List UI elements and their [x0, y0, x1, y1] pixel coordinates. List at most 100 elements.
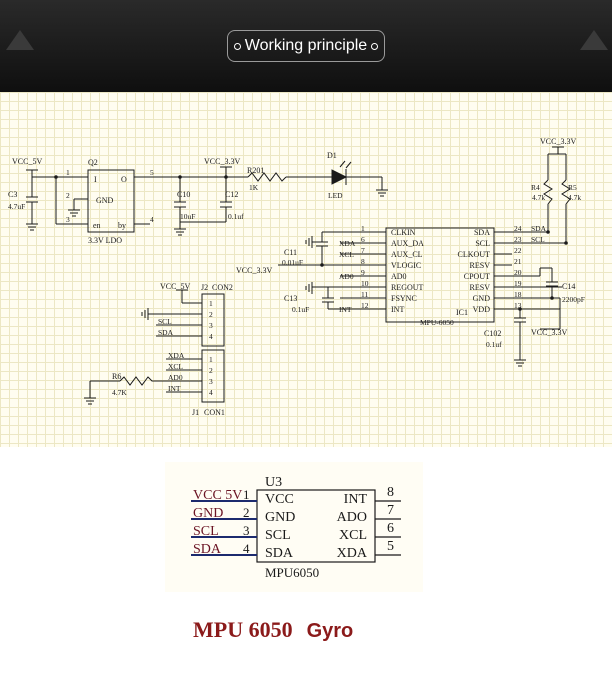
ic1-pin-num: 13: [514, 301, 522, 310]
q2-name: 3.3V LDO: [88, 236, 122, 245]
c12-value: 0.1uf: [228, 212, 244, 221]
back-arrow-icon[interactable]: [6, 30, 34, 50]
net-vcc5v-j2-label: VCC_5V: [160, 282, 190, 291]
r4-ref: R4: [531, 183, 540, 192]
header-banner: Working principle: [0, 0, 612, 92]
q2-pin-4: 4: [150, 215, 154, 224]
q2-pin-i: I: [94, 175, 97, 184]
connector-net-label: SDA: [158, 328, 174, 337]
ic1-pin-name: GND: [473, 294, 491, 303]
ic1-pin-num: 6: [361, 235, 365, 244]
ic1-pin-name: AD0: [391, 272, 407, 281]
ic1-pin-name: AUX_DA: [391, 239, 424, 248]
connector-net-label: XCL: [168, 362, 183, 371]
chip-pin-num: 3: [243, 523, 250, 538]
ic1-pin-name: INT: [391, 305, 404, 314]
ic1-net-label: SCL: [531, 235, 545, 244]
ic1-pin-num: 19: [514, 279, 522, 288]
u3-part: MPU6050: [265, 565, 319, 580]
connector-pin-num: 2: [209, 366, 213, 375]
q2-pin-o: O: [121, 175, 127, 184]
connector-net-label: INT: [168, 384, 181, 393]
chip-pin-name: XCL: [339, 528, 367, 543]
ic1-pin-name: FSYNC: [391, 294, 417, 303]
q2-ref: Q2: [88, 158, 98, 167]
ic1-pin-name: RESV: [470, 261, 491, 270]
net-vcc33-vdd-label: VCC_3.3V: [531, 328, 567, 337]
q2-pin-by: by: [118, 221, 126, 230]
chip-pin-num: 2: [243, 505, 250, 520]
chip-pin-name: VCC: [265, 492, 294, 507]
d1-value: LED: [328, 191, 343, 200]
ring-left-icon: [233, 42, 241, 50]
ic1-pin-name: SCL: [475, 239, 490, 248]
connector-pin-num: 1: [209, 299, 213, 308]
c14-value: 2200pF: [562, 295, 585, 304]
connector-pin-num: 3: [209, 377, 213, 386]
chip-pin-name: ADO: [337, 510, 367, 525]
chip-net-label: SCL: [193, 524, 219, 539]
j2-name: CON2: [212, 283, 233, 292]
ic1-pin-num: 10: [361, 279, 369, 288]
c12-ref: C12: [225, 190, 238, 199]
caption-word: Gyro: [306, 620, 354, 642]
chip-pin-name: INT: [344, 492, 368, 507]
ic1-net-label: XDA: [339, 239, 356, 248]
ic1-pin-name: SDA: [474, 228, 490, 237]
net-vcc5v-label: VCC_5V: [12, 157, 42, 166]
chip-pin-num: 4: [243, 541, 250, 556]
ic1-pin-num: 22: [514, 246, 522, 255]
ic1-pin-name: RESV: [470, 283, 491, 292]
ic1-pin-name: CLKIN: [391, 228, 416, 237]
ic1-pin-num: 20: [514, 268, 522, 277]
page-title: Working principle: [244, 37, 368, 54]
forward-arrow-icon[interactable]: [580, 30, 608, 50]
r6-value: 4.7K: [112, 388, 127, 397]
q2-pin-gnd: GND: [96, 196, 114, 205]
c3-value: 4.7uF: [8, 202, 25, 211]
c13-ref: C13: [284, 294, 297, 303]
ic1-pin-name: VDD: [473, 305, 491, 314]
c3-ref: C3: [8, 190, 17, 199]
chip-pin-name: XDA: [337, 546, 368, 561]
ic1-pin-name: CLKOUT: [458, 250, 491, 259]
ic1-ref: IC1: [456, 308, 468, 317]
j1-name: CON1: [204, 408, 225, 417]
q2-pin-en: en: [93, 221, 101, 230]
q2-pin-3: 3: [66, 215, 70, 224]
chip-pin-num: 6: [387, 521, 394, 536]
connector-pin-num: 2: [209, 310, 213, 319]
ic1-left-pins: CLKIN1AUX_DA6XDAAUX_CL7XCLVLOGIC8AD09AD0…: [339, 224, 424, 314]
connector-pin-num: 4: [209, 332, 213, 341]
ic1-net-label: AD0: [339, 272, 354, 281]
chip-net-label: SDA: [193, 542, 222, 557]
chip-pin-num: 1: [243, 487, 250, 502]
connector-net-label: AD0: [168, 373, 183, 382]
ic1-net-label: XCL: [339, 250, 354, 259]
j1-ref: J1: [192, 408, 199, 417]
c11-ref: C11: [284, 248, 297, 257]
connector-pin-num: 3: [209, 321, 213, 330]
c102-value: 0.1uf: [486, 340, 502, 349]
r5-value: 4.7k: [568, 193, 581, 202]
r4-value: 4.7k: [532, 193, 545, 202]
ic1-pin-num: 1: [361, 224, 365, 233]
ic1-pin-name: CPOUT: [464, 272, 490, 281]
ic1-pin-num: 11: [361, 290, 368, 299]
net-vcc33-pullup-label: VCC_3.3V: [540, 137, 576, 146]
r6-ref: R6: [112, 372, 121, 381]
ic1-pin-num: 18: [514, 290, 522, 299]
chip-pin-num: 8: [387, 485, 394, 500]
title-pill: Working principle: [227, 30, 385, 62]
ic1-pin-num: 7: [361, 246, 365, 255]
r5-ref: R5: [568, 183, 577, 192]
chip-pin-name: SDA: [265, 546, 294, 561]
r201-ref: R201: [247, 166, 264, 175]
net-vcc33-vlogic-label: VCC_3.3V: [236, 266, 272, 275]
